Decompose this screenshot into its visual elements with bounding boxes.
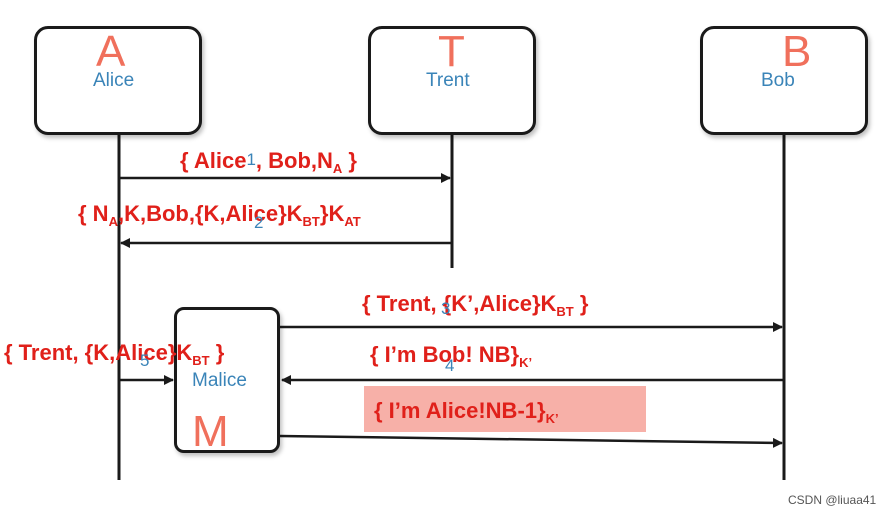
actor-name-trent: Trent <box>426 70 470 91</box>
message-3-label: { Trent, {K’,Alice}KBT } <box>362 291 589 319</box>
message-4-label: { I’m Bob! NB}K’ <box>370 342 532 370</box>
message-3-part-b: } <box>573 291 589 316</box>
step-number-3: 3 <box>441 299 451 318</box>
message-2-sub-c: AT <box>344 214 361 229</box>
actor-box-bob <box>700 26 868 135</box>
message-3-part-a: { Trent, {K’,Alice}K <box>362 291 557 316</box>
actor-name-malice: Malice <box>192 370 247 391</box>
message-5-label: { Trent, {K,Alice}KBT } <box>4 340 225 368</box>
step-number-1: 1 <box>246 150 256 169</box>
actor-box-malice <box>174 307 280 453</box>
message-1-part-a: { Alice <box>180 148 247 173</box>
watermark: CSDN @liuaa41 <box>788 493 877 507</box>
message-2-part-c: }K <box>319 201 345 226</box>
message-2-part-b: ,K,Bob,{K,Alice}K <box>117 201 303 226</box>
step-number-5: 5 <box>140 351 150 370</box>
step-number-4: 4 <box>445 356 455 375</box>
message-5-sub-a: BT <box>192 353 210 368</box>
actor-letter-trent: T <box>438 27 465 76</box>
message-1-sub-b: A <box>332 161 343 176</box>
message-1-label: { Alice1, Bob,NA } <box>180 148 357 176</box>
message-2-part-a: { N <box>78 201 109 226</box>
message-6-label: { I’m Alice!NB-1}K’ <box>374 398 559 426</box>
actor-letter-malice: M <box>192 407 229 456</box>
message-2-sub-a: A <box>108 214 118 229</box>
actor-box-trent <box>368 26 536 135</box>
actor-letter-alice: A <box>96 27 126 76</box>
message-6-part-a: { I’m Alice!NB-1} <box>374 398 546 423</box>
arrow-6 <box>279 434 783 448</box>
message-3-sub-a: BT <box>556 304 574 319</box>
message-5-part-a: { Trent, {K,Alice}K <box>4 340 193 365</box>
message-6-sub-a: K’ <box>545 411 559 426</box>
message-6-highlight <box>364 386 646 432</box>
message-4-part-a: { I’m Bob! NB} <box>370 342 520 367</box>
message-1-part-c: } <box>342 148 357 173</box>
actor-name-alice: Alice <box>93 70 135 91</box>
message-1-part-b: , Bob,N <box>255 148 333 173</box>
actor-name-bob: Bob <box>761 70 795 91</box>
message-4-sub-a: K’ <box>519 355 533 370</box>
message-2-label: { NA,K,Bob,{K,Alice}KBT}KAT <box>78 201 361 229</box>
message-2-sub-b: BT <box>302 214 320 229</box>
message-5-part-b: } <box>209 340 225 365</box>
step-number-2: 2 <box>254 213 264 232</box>
actor-box-alice <box>34 26 202 135</box>
actor-letter-bob: B <box>782 27 812 76</box>
